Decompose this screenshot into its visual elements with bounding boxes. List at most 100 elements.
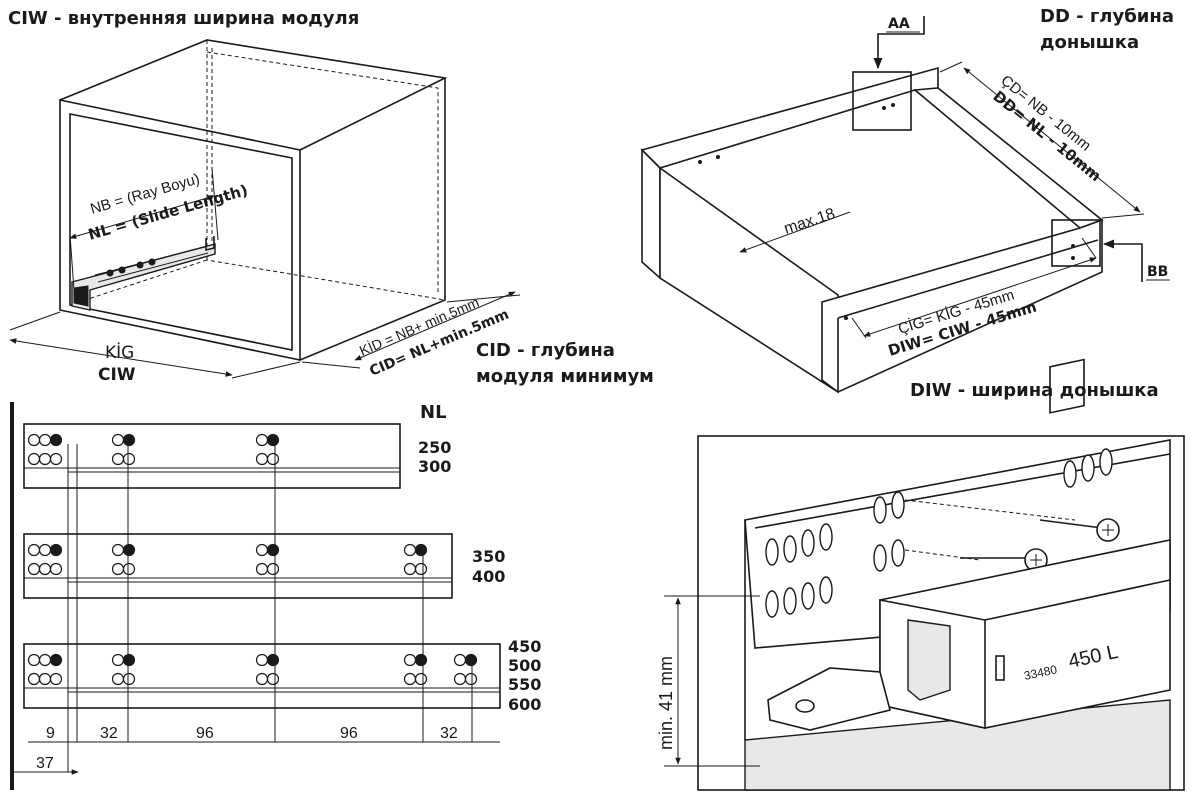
rail-hole — [464, 653, 478, 667]
aa-detail-box — [852, 71, 912, 131]
panel-hole — [783, 587, 797, 615]
rail-hole — [49, 672, 63, 686]
diw-title: DIW - ширина донышка — [910, 380, 1159, 401]
rail-hole — [266, 562, 280, 576]
rail-2 — [23, 533, 453, 599]
dim-37: 37 — [36, 755, 54, 772]
aa-label: AA — [888, 16, 910, 32]
rail-hole — [255, 562, 269, 576]
rail-hole — [27, 433, 41, 447]
rail-hole — [111, 433, 125, 447]
cabinet-slide — [71, 243, 216, 311]
rail-hole — [464, 672, 478, 686]
rail-hole — [111, 543, 125, 557]
dd-title-line-1: DD - глубина — [1040, 6, 1174, 27]
rail-hole — [266, 543, 280, 557]
rail-hole — [453, 653, 467, 667]
rail-hole — [403, 672, 417, 686]
rail-hole — [27, 543, 41, 557]
cabinet-diagram: CIW - внутренняя ширина модуля NB = (Ray… — [8, 8, 654, 387]
rail-hole — [266, 653, 280, 667]
rail-hole — [266, 672, 280, 686]
rail-hole — [255, 653, 269, 667]
rail-hole — [27, 452, 41, 466]
rail-hole — [255, 452, 269, 466]
drawer-diagram: AA BB DD - глубина донышка ÇD= NB - 10mm… — [640, 6, 1174, 401]
rail-hole — [49, 543, 63, 557]
cabinet-top — [59, 39, 448, 151]
rail-1 — [23, 423, 401, 489]
hole-guide-lines — [67, 444, 473, 772]
rail-hole — [414, 562, 428, 576]
rail-hole — [38, 672, 52, 686]
panel-hole — [1099, 448, 1113, 476]
rail-hole — [122, 653, 136, 667]
slide-clip — [907, 619, 951, 701]
rail-hole — [266, 433, 280, 447]
cid-dimension-line — [354, 291, 516, 361]
panel-hole — [891, 491, 905, 519]
ciw-label: CIW — [98, 365, 136, 385]
panel-hole — [819, 523, 833, 551]
slide-code: 33480 — [1023, 662, 1059, 683]
rail-hole — [49, 653, 63, 667]
rail-hole — [122, 433, 136, 447]
slide-bracket — [767, 667, 891, 731]
panel-hole — [765, 590, 779, 618]
rail-hole — [122, 562, 136, 576]
rail-hole — [111, 452, 125, 466]
rail-hole — [49, 452, 63, 466]
dim-32-b: 32 — [440, 725, 458, 742]
bb-label: BB — [1147, 264, 1168, 280]
panel-hole — [873, 496, 887, 524]
rail-hole — [111, 653, 125, 667]
dd-dimension-line — [963, 67, 1141, 213]
nl-300: 300 — [418, 457, 451, 476]
panel-hole — [891, 539, 905, 567]
rail-hole — [27, 562, 41, 576]
rail-hole — [255, 433, 269, 447]
slide-window — [1049, 358, 1085, 414]
rail-hole — [49, 433, 63, 447]
nl-550: 550 — [508, 675, 541, 694]
screw-2-shank — [1039, 519, 1103, 529]
panel-hole — [801, 582, 815, 610]
nl-350: 350 — [472, 547, 505, 566]
nl-400: 400 — [472, 567, 505, 586]
dim-96-b: 96 — [340, 725, 358, 742]
nl-600: 600 — [508, 695, 541, 714]
rail-hole — [38, 562, 52, 576]
ciw-dimension-line — [9, 338, 233, 377]
rail-hole — [453, 672, 467, 686]
rail-hole — [403, 562, 417, 576]
rail-hole — [122, 452, 136, 466]
rail-hole — [414, 543, 428, 557]
rail-hole — [255, 543, 269, 557]
rail-profiles — [23, 423, 501, 709]
cabinet-slide-bracket — [73, 285, 89, 307]
rail-hole — [266, 452, 280, 466]
dim-96-a: 96 — [196, 725, 214, 742]
rail-hole — [122, 543, 136, 557]
nl-500: 500 — [508, 656, 541, 675]
rail-hole — [414, 672, 428, 686]
rail-hole — [49, 562, 63, 576]
min-label: min. 41 mm — [656, 656, 676, 750]
dim-32-a: 32 — [100, 725, 118, 742]
nl-dimension-line — [69, 195, 215, 239]
panel-hole — [873, 544, 887, 572]
rail-hole — [403, 543, 417, 557]
panel-holes — [765, 448, 1113, 618]
nl-450: 450 — [508, 637, 541, 656]
cid-title-line-2: модуля минимум — [476, 366, 654, 387]
panel-hole — [1063, 460, 1077, 488]
cabinet-title: CIW - внутренняя ширина модуля — [8, 8, 359, 29]
rail-hole — [111, 562, 125, 576]
cabinet-hidden-lines — [69, 40, 446, 306]
rail-hole — [38, 452, 52, 466]
rail-hole — [38, 653, 52, 667]
rail-hole — [111, 672, 125, 686]
nl-250: 250 — [418, 438, 451, 457]
panel-hole — [801, 529, 815, 557]
rail-hole — [27, 653, 41, 667]
